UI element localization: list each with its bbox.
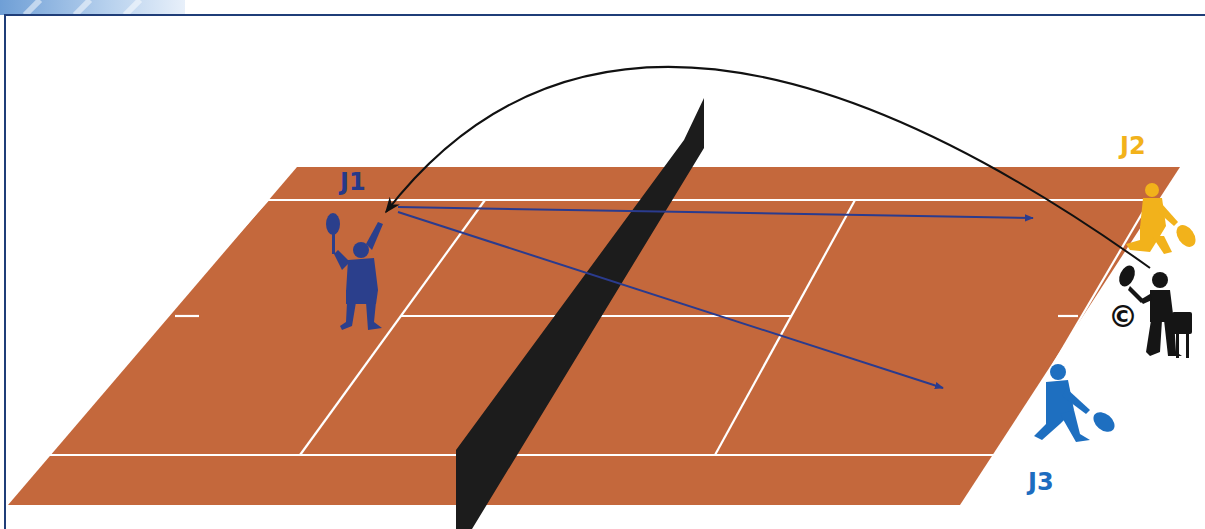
baseline	[40, 200, 268, 455]
leg	[1146, 320, 1162, 356]
basket-leg	[1176, 334, 1179, 358]
center-mark	[175, 315, 199, 317]
frame	[5, 15, 1205, 529]
shot-arrow	[398, 207, 1033, 218]
shot-arrow	[398, 212, 943, 388]
player-j2-figure	[1126, 183, 1199, 254]
torso	[1150, 290, 1174, 322]
racket-handle	[332, 234, 335, 254]
service-line	[300, 200, 485, 455]
player-label: J3	[1028, 470, 1054, 494]
head	[1145, 183, 1159, 197]
arm	[1140, 294, 1152, 304]
player-j3-figure	[1034, 364, 1118, 442]
sideline	[268, 199, 1150, 201]
header-strip	[0, 0, 185, 15]
racket	[1090, 408, 1119, 436]
player-label: J2	[1120, 134, 1146, 158]
clay-court	[8, 167, 1180, 505]
leg	[1060, 410, 1090, 442]
net	[456, 98, 704, 529]
feed-arrow	[386, 67, 1150, 268]
racket	[1173, 222, 1200, 251]
racket	[1116, 263, 1138, 289]
basket-leg	[1186, 334, 1189, 358]
arm	[366, 222, 383, 250]
leg	[1152, 236, 1172, 254]
head	[1152, 272, 1168, 288]
racket	[326, 213, 340, 235]
head	[1050, 364, 1066, 380]
torso	[346, 258, 378, 292]
player-label: J1	[340, 170, 366, 194]
arm	[1062, 388, 1090, 414]
service-line	[715, 200, 855, 455]
center-mark	[1058, 315, 1078, 317]
shorts	[346, 290, 378, 304]
ball-basket	[1172, 312, 1192, 334]
court-lines	[40, 200, 1150, 455]
player-j1-figure	[326, 213, 383, 330]
coach-mark: ©	[1108, 302, 1138, 332]
leg	[340, 302, 356, 330]
arm	[1158, 204, 1178, 226]
baseline	[1000, 200, 1150, 455]
header-stripes	[25, 0, 140, 15]
sideline	[40, 454, 1000, 456]
leg	[366, 302, 382, 330]
